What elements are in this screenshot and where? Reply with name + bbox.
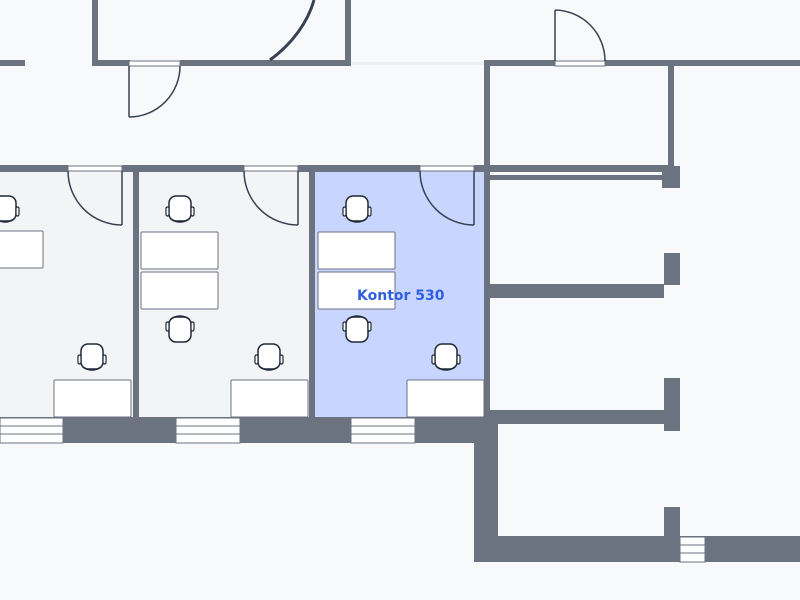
wall [474,536,800,562]
desks [0,230,485,418]
desk-icon[interactable] [0,230,44,269]
door-swing-icon [554,9,606,67]
wall [345,0,351,66]
desk-icon[interactable] [140,231,219,270]
room-office-left[interactable] [0,171,135,417]
wall [490,284,664,298]
doors [67,0,606,226]
wall [604,60,800,66]
wall [664,507,680,537]
office-chair-icon [77,343,107,371]
wall [92,60,130,66]
wall [122,165,244,172]
window-icon [350,417,416,444]
wall [664,378,680,431]
office-chair-icon [254,343,284,371]
door-swing-icon [67,165,123,226]
wall [662,166,680,188]
office-chair-icon [342,195,372,223]
window-icon [679,536,706,563]
desk-icon[interactable] [53,379,132,418]
wall [0,60,25,66]
office-chair-icon [165,195,195,223]
wall [484,60,556,66]
room-label-kontor-530[interactable]: Kontor 530 [357,288,445,304]
wall [484,175,664,180]
door-swing-icon [128,60,181,118]
wall [484,60,490,190]
wall [0,417,490,443]
wall [92,0,98,66]
wall [180,60,351,66]
wall [0,165,68,172]
wall [490,410,664,424]
door-swing-icon [243,165,299,226]
wall [668,60,674,178]
office-chair-icon [165,315,195,343]
window-icon [175,417,241,444]
window-opening [351,62,484,65]
wall [133,165,139,419]
wall [484,165,490,419]
desk-icon[interactable] [317,271,396,310]
desk-icon[interactable] [140,271,219,310]
door-swing-icon [419,165,475,226]
windows [0,62,706,563]
door-swing-icon [269,0,316,62]
wall [474,165,674,172]
desk-icon[interactable] [317,231,396,270]
wall [664,253,680,285]
window-icon [0,417,64,444]
wall [298,165,420,172]
desk-icon[interactable] [406,379,485,418]
wall [309,165,315,419]
office-chair-icon [431,343,461,371]
desk-icon[interactable] [230,379,309,418]
office-chair-icon [342,315,372,343]
